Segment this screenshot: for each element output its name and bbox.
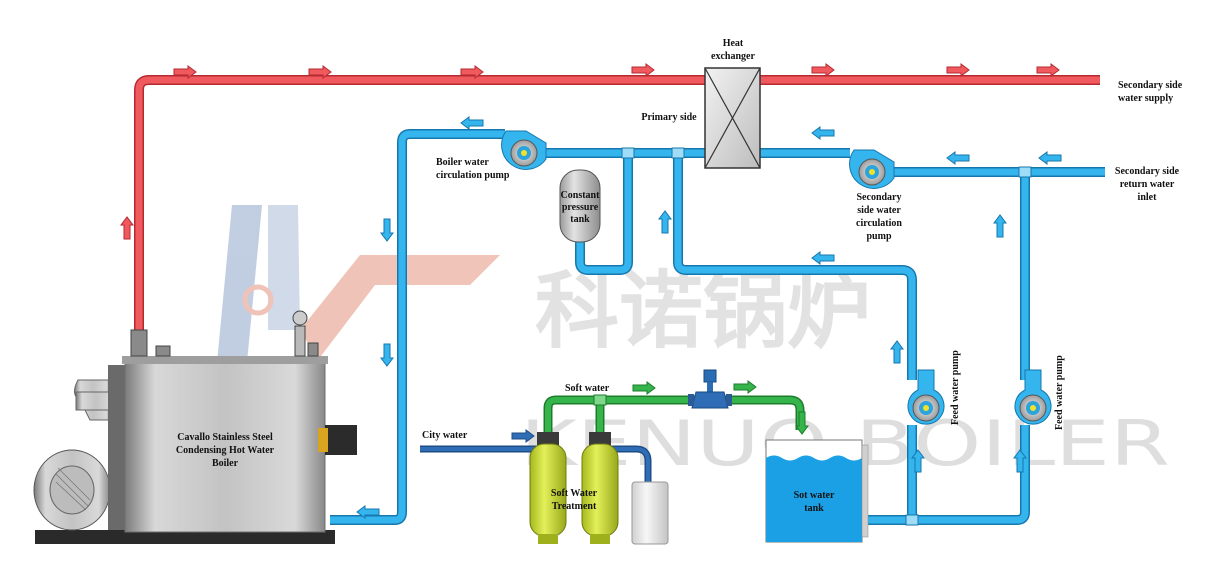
- secondary-supply-label-line2: water supply: [1118, 93, 1173, 104]
- boiler: Cavallo Stainless Steel Condensing Hot W…: [33, 310, 357, 544]
- flow-direction-arrow-icon: [1013, 449, 1027, 473]
- flow-direction-arrow-icon: [811, 251, 835, 265]
- feed-pump-2-label: Feed water pump: [1054, 355, 1065, 430]
- soft-water-treatment-label-line2: Treatment: [552, 501, 597, 512]
- flow-direction-arrow-icon: [308, 65, 332, 79]
- boiler-label-line2: Condensing Hot Water: [176, 445, 275, 456]
- heat-exchanger: Heat exchanger: [704, 38, 761, 169]
- flow-direction-arrow-icon: [911, 449, 925, 473]
- flow-direction-arrow-icon: [946, 151, 970, 165]
- feed-pump-1-label: Feed water pump: [950, 350, 961, 425]
- secondary-pump-label-line3: circulation: [856, 218, 902, 229]
- boiler-pump-label-line2: circulation pump: [436, 170, 510, 181]
- secondary-pump-label-line1: Secondary: [857, 192, 902, 203]
- boiler-side-panel: [108, 365, 128, 530]
- flow-direction-arrow-icon: [1036, 63, 1060, 77]
- flow-direction-arrow-icon: [1038, 151, 1062, 165]
- control-valve-icon: [691, 391, 729, 409]
- secondary-pump-label-line2: side water: [857, 205, 901, 216]
- soft-water-treatment: Soft Water Treatment: [529, 432, 669, 545]
- brine-tank: [631, 481, 669, 545]
- flow-direction-arrow-icon: [460, 65, 484, 79]
- flow-direction-arrow-icon: [733, 380, 757, 394]
- flow-direction-arrow-icon: [890, 340, 904, 364]
- boiler-control-box: [325, 425, 357, 455]
- control-valve: [688, 369, 732, 409]
- flow-direction-arrow-icon: [811, 63, 835, 77]
- pressure-tank-label-line2: pressure: [562, 202, 599, 213]
- flow-arrows: [120, 63, 1062, 519]
- boiler-pump-label-line1: Boiler water: [436, 157, 489, 168]
- softener-tank-left: [529, 432, 567, 544]
- flow-direction-arrow-icon: [631, 63, 655, 77]
- flow-direction-arrow-icon: [460, 116, 484, 130]
- watermark: 科诺锅炉 KENUO BOILER: [202, 205, 1170, 520]
- pressure-tank-label-line1: Constant: [561, 190, 601, 201]
- flow-direction-arrow-icon: [380, 218, 394, 242]
- primary-side-label: Primary side: [641, 112, 697, 123]
- soft-water-tank-label-line2: tank: [804, 503, 824, 514]
- heat-exchanger-label-line1: Heat: [723, 38, 744, 49]
- flow-direction-arrow-icon: [795, 411, 809, 435]
- heat-exchanger-label-line2: exchanger: [711, 51, 755, 62]
- boiler-body: [124, 359, 326, 533]
- flow-direction-arrow-icon: [811, 126, 835, 140]
- city-water-label: City water: [422, 430, 468, 441]
- soft-water-tank: Sot water tank: [765, 439, 869, 543]
- secondary-circulation-pump-icon: [849, 149, 895, 189]
- primary-return-pipe: [330, 129, 1105, 526]
- secondary-return-label-line3: inlet: [1138, 192, 1158, 203]
- soft-water-pipe: [543, 394, 805, 432]
- soft-water-label: Soft water: [565, 383, 610, 394]
- flow-direction-arrow-icon: [658, 210, 672, 234]
- city-water-pipe: [420, 445, 652, 482]
- feed-water-pump-1-icon: [907, 369, 945, 425]
- flow-direction-arrow-icon: [120, 216, 134, 240]
- burner-fan: [33, 379, 126, 531]
- labels: Primary side Secondary side water supply…: [422, 80, 1183, 441]
- flow-direction-arrow-icon: [946, 63, 970, 77]
- flow-direction-arrow-icon: [632, 381, 656, 395]
- flow-direction-arrow-icon: [511, 429, 535, 443]
- pressure-tank-label-line3: tank: [570, 214, 590, 225]
- constant-pressure-tank: Constant pressure tank: [559, 169, 601, 243]
- boiler-label-line3: Boiler: [212, 458, 239, 469]
- flow-direction-arrow-icon: [380, 343, 394, 367]
- flow-direction-arrow-icon: [173, 65, 197, 79]
- soft-water-tank-label-line1: Sot water: [794, 490, 835, 501]
- watermark-brand-cn: 科诺锅炉: [535, 262, 871, 360]
- boiler-base: [35, 530, 335, 544]
- secondary-return-label-line2: return water: [1120, 179, 1175, 190]
- boiler-circulation-pump-icon: [501, 130, 547, 170]
- softener-tank-right: [581, 432, 619, 544]
- flow-direction-arrow-icon: [356, 505, 380, 519]
- feed-water-pump-2-icon: [1014, 369, 1052, 425]
- soft-water-treatment-label-line1: Soft Water: [551, 488, 598, 499]
- secondary-supply-label-line1: Secondary side: [1118, 80, 1183, 91]
- secondary-pump-label-line4: pump: [866, 231, 891, 242]
- flow-direction-arrow-icon: [993, 214, 1007, 238]
- boiler-label-line1: Cavallo Stainless Steel: [177, 432, 273, 443]
- secondary-return-label-line1: Secondary side: [1115, 166, 1180, 177]
- pumps: [501, 130, 1052, 425]
- hot-water-supply-pipe: [134, 75, 1100, 340]
- boiler-top-fittings: [130, 310, 319, 357]
